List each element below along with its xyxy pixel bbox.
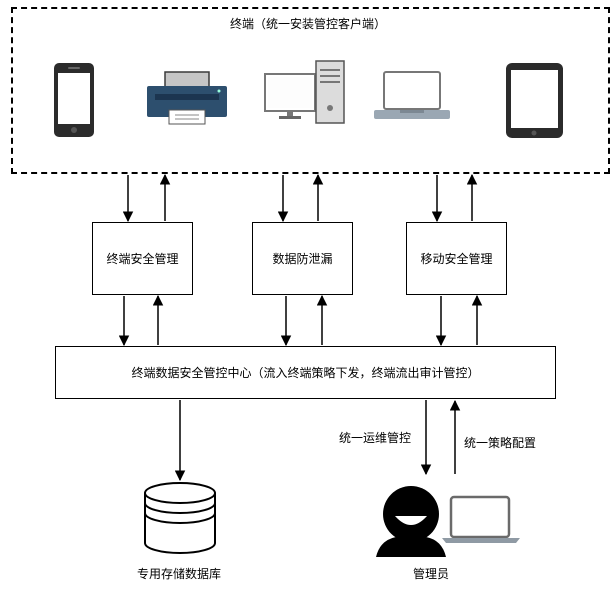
module-label: 数据防泄漏 (272, 252, 333, 266)
policy-flow-label: 统一策略配置 (464, 436, 537, 450)
terminals-title: 终端（统一安装管控客户端） (229, 17, 386, 31)
laptop-icon (442, 495, 520, 543)
control-center-label: 终端数据安全管控中心（流入终端策略下发，终端流出审计管控） (131, 366, 480, 380)
tablet-icon (506, 63, 563, 138)
smartphone-icon (54, 63, 94, 137)
laptop-icon (374, 71, 450, 119)
ops-flow-label: 统一运维管控 (339, 431, 412, 445)
administrator-icon (376, 486, 446, 557)
database-icon (144, 482, 216, 554)
admin-label: 管理员 (412, 567, 449, 581)
module-label: 移动安全管理 (420, 252, 493, 266)
desktop-computer-icon (264, 60, 345, 124)
module-mobile-security: 移动安全管理 (406, 222, 507, 295)
module-label: 终端安全管理 (106, 252, 179, 266)
storage-label: 专用存储数据库 (136, 567, 221, 581)
printer-icon (147, 71, 227, 125)
module-endpoint-security: 终端安全管理 (92, 222, 193, 295)
terminals-group (11, 7, 610, 174)
module-data-leak-prevention: 数据防泄漏 (252, 222, 353, 295)
control-center-box: 终端数据安全管控中心（流入终端策略下发，终端流出审计管控） (55, 346, 556, 399)
